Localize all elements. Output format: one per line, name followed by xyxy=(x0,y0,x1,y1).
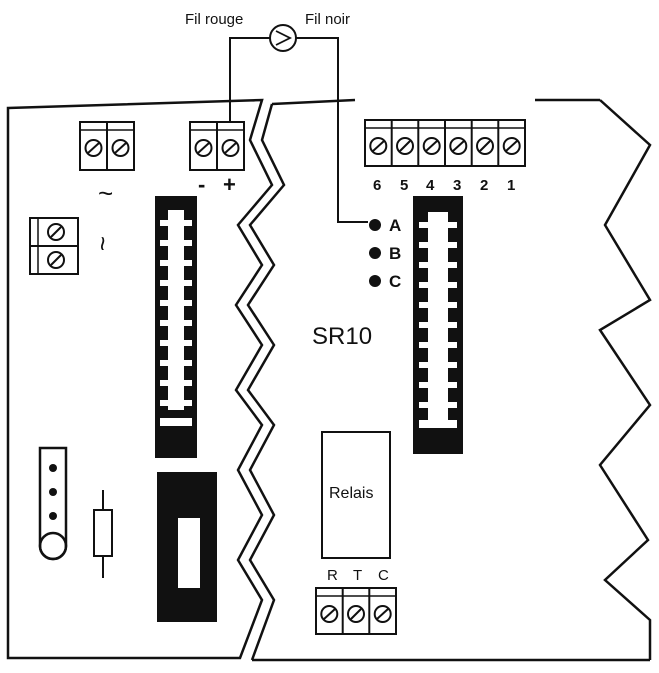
right-board-right-edge xyxy=(598,99,652,660)
relay-box xyxy=(321,431,391,559)
output-terminal-block xyxy=(364,119,526,167)
dc-terminal-block xyxy=(189,121,245,171)
led-label-b: B xyxy=(389,244,401,263)
terminal-label-6: 6 xyxy=(373,177,381,194)
right-board-top-edge xyxy=(271,98,600,106)
minus-symbol: - xyxy=(198,172,205,197)
terminal-label-5: 5 xyxy=(400,177,408,194)
ac-symbol-side: ~ xyxy=(88,236,118,251)
red-wire xyxy=(229,37,270,122)
resistor-icon xyxy=(93,490,113,578)
plus-symbol: + xyxy=(223,172,236,197)
board-title: SR10 xyxy=(312,323,372,350)
left-board-outline xyxy=(6,98,274,660)
led-a xyxy=(369,219,381,231)
terminal-label-4: 4 xyxy=(426,177,435,194)
led-b xyxy=(369,247,381,259)
relay-terminal-c: C xyxy=(378,567,389,584)
led-label-a: A xyxy=(389,216,401,235)
ac-terminal-block-side xyxy=(29,217,79,275)
terminal-label-2: 2 xyxy=(480,177,488,194)
relay-terminal-r: R xyxy=(327,567,338,584)
black-wire-label: Fil noir xyxy=(305,11,350,28)
terminal-label-3: 3 xyxy=(453,177,461,194)
bulb-icon xyxy=(269,24,297,52)
red-wire-label: Fil rouge xyxy=(185,11,243,28)
relay-terminal-t: T xyxy=(353,567,362,584)
left-indicator-strip xyxy=(38,446,68,561)
ac-terminal-block-top xyxy=(79,121,135,171)
right-connector-strip xyxy=(413,196,463,454)
ac-symbol-top: ~ xyxy=(98,178,113,208)
left-lower-block xyxy=(157,472,217,622)
left-connector-strip xyxy=(155,196,197,458)
terminal-label-1: 1 xyxy=(507,177,515,194)
relay-terminal-block xyxy=(315,587,397,635)
relay-label: Relais xyxy=(329,485,373,502)
led-c xyxy=(369,275,381,287)
right-board-left-edge xyxy=(246,103,286,661)
black-wire xyxy=(296,37,368,223)
led-label-c: C xyxy=(389,272,401,291)
